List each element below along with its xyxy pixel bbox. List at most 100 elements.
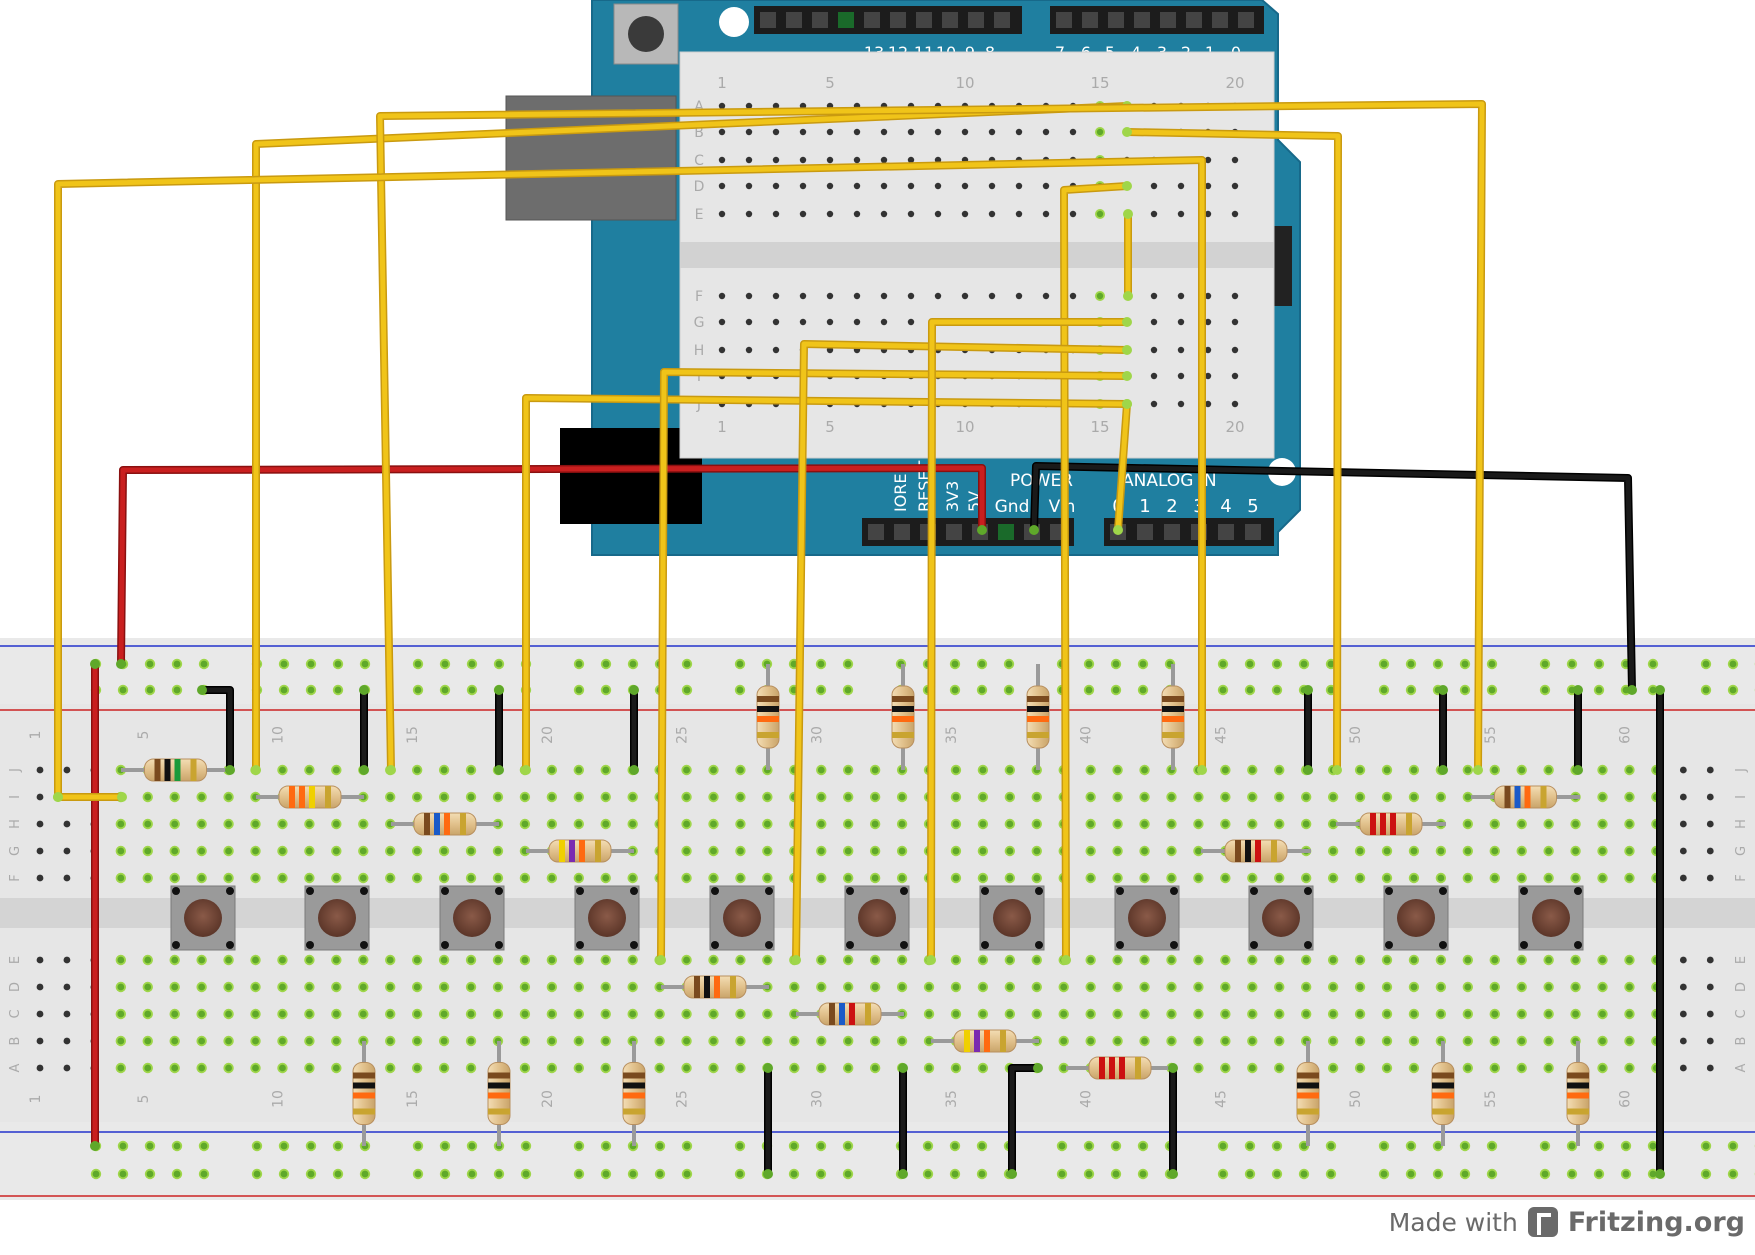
main-column-number: 55 — [1483, 1090, 1499, 1108]
push-button[interactable] — [1115, 886, 1179, 950]
push-button-cap — [1128, 899, 1166, 937]
main-column-number: 30 — [809, 1090, 825, 1108]
mini-column-number: 20 — [1225, 74, 1244, 92]
push-button[interactable] — [1384, 886, 1448, 950]
fritzing-brand: Fritzing.org — [1568, 1207, 1745, 1238]
ground-wire[interactable] — [1168, 1063, 1178, 1179]
main-column-number: 15 — [405, 1090, 421, 1108]
push-button[interactable] — [171, 886, 235, 950]
main-column-number: 1 — [28, 731, 44, 740]
push-button-cap — [318, 899, 356, 937]
reset-button-cap — [628, 16, 664, 52]
power-wire[interactable] — [90, 659, 100, 1151]
icsp-header — [1274, 226, 1292, 306]
main-row-letter: E — [8, 956, 23, 964]
mini-row-letter: F — [695, 289, 703, 305]
ground-wire[interactable] — [1655, 685, 1665, 1179]
push-button[interactable] — [845, 886, 909, 950]
bottom-power-rail — [0, 1122, 1755, 1200]
power-header — [862, 518, 1074, 546]
ground-wire[interactable] — [898, 1063, 908, 1179]
mini-column-number: 10 — [955, 418, 974, 436]
main-row-letter: I — [1734, 795, 1749, 799]
main-row-letter: I — [8, 795, 23, 799]
main-column-number: 5 — [136, 731, 152, 740]
main-row-letter: F — [1734, 874, 1749, 881]
main-column-number: 1 — [28, 1095, 44, 1104]
push-button-cap — [1397, 899, 1435, 937]
ground-wire[interactable] — [1438, 685, 1448, 775]
push-button-cap — [723, 899, 761, 937]
main-row-letter: H — [8, 819, 23, 829]
main-column-number: 15 — [405, 726, 421, 744]
ground-wire[interactable] — [629, 685, 639, 775]
main-column-number: 50 — [1348, 1090, 1364, 1108]
mini-row-letter: E — [695, 207, 704, 223]
analog-pin-label: 4 — [1220, 496, 1231, 517]
ground-wire[interactable] — [763, 1063, 773, 1179]
power-pin-label: 3V3 — [943, 481, 962, 512]
main-column-number: 40 — [1079, 1090, 1095, 1108]
push-button[interactable] — [1249, 886, 1313, 950]
main-column-number: 40 — [1079, 726, 1095, 744]
push-button-cap — [184, 899, 222, 937]
main-column-number: 35 — [944, 726, 960, 744]
main-column-number: 60 — [1617, 1090, 1633, 1108]
mini-column-number: 20 — [1225, 418, 1244, 436]
mini-column-number: 5 — [825, 74, 835, 92]
fritzing-logo-icon — [1528, 1207, 1558, 1237]
fritzing-credit: Made with Fritzing.org — [1389, 1199, 1745, 1245]
main-row-letter: B — [8, 1037, 23, 1046]
mini-column-number: 15 — [1090, 418, 1109, 436]
main-column-number: 20 — [540, 726, 556, 744]
main-column-number: 20 — [540, 1090, 556, 1108]
ground-wire[interactable] — [1303, 685, 1313, 775]
push-button[interactable] — [305, 886, 369, 950]
ground-wire[interactable] — [494, 685, 504, 775]
mounting-hole — [719, 7, 749, 37]
push-button-cap — [993, 899, 1031, 937]
analog-pin-label: 1 — [1139, 496, 1150, 517]
analog-pin-label: 5 — [1247, 496, 1258, 517]
push-button[interactable] — [980, 886, 1044, 950]
ground-wire[interactable] — [1573, 685, 1583, 775]
main-column-number: 45 — [1213, 1090, 1229, 1108]
main-row-letter: A — [8, 1063, 23, 1072]
main-column-number: 25 — [675, 1090, 691, 1108]
mini-column-number: 15 — [1090, 74, 1109, 92]
push-button[interactable] — [710, 886, 774, 950]
main-row-letter: D — [1734, 982, 1749, 992]
main-column-number: 50 — [1348, 726, 1364, 744]
main-row-letter: F — [8, 874, 23, 881]
analog-pin-label: 2 — [1166, 496, 1177, 517]
main-column-number: 35 — [944, 1090, 960, 1108]
mini-row-letter: H — [694, 343, 705, 359]
main-row-letter: B — [1734, 1037, 1749, 1046]
power-pin-label: Gnd — [995, 497, 1030, 517]
main-column-number: 55 — [1483, 726, 1499, 744]
main-row-letter: D — [8, 982, 23, 992]
push-button-cap — [1532, 899, 1570, 937]
main-row-letter: C — [1734, 1009, 1749, 1018]
main-column-number: 45 — [1213, 726, 1229, 744]
main-column-number: 60 — [1617, 726, 1633, 744]
mini-breadboard-channel — [680, 242, 1274, 268]
main-row-letter: J — [1734, 768, 1749, 773]
signal-wire[interactable] — [1123, 209, 1133, 301]
push-button-cap — [453, 899, 491, 937]
signal-wire[interactable] — [53, 792, 127, 802]
mini-column-number: 5 — [825, 418, 835, 436]
mini-column-number: 1 — [717, 418, 727, 436]
mini-row-letter: D — [694, 179, 705, 195]
push-button[interactable] — [575, 886, 639, 950]
push-button[interactable] — [440, 886, 504, 950]
mini-row-letter: G — [694, 315, 705, 331]
push-button[interactable] — [1519, 886, 1583, 950]
made-with-label: Made with — [1389, 1208, 1518, 1237]
main-column-number: 30 — [809, 726, 825, 744]
main-column-number: 10 — [270, 1090, 286, 1108]
ground-wire[interactable] — [359, 685, 369, 775]
mini-column-number: 1 — [717, 74, 727, 92]
